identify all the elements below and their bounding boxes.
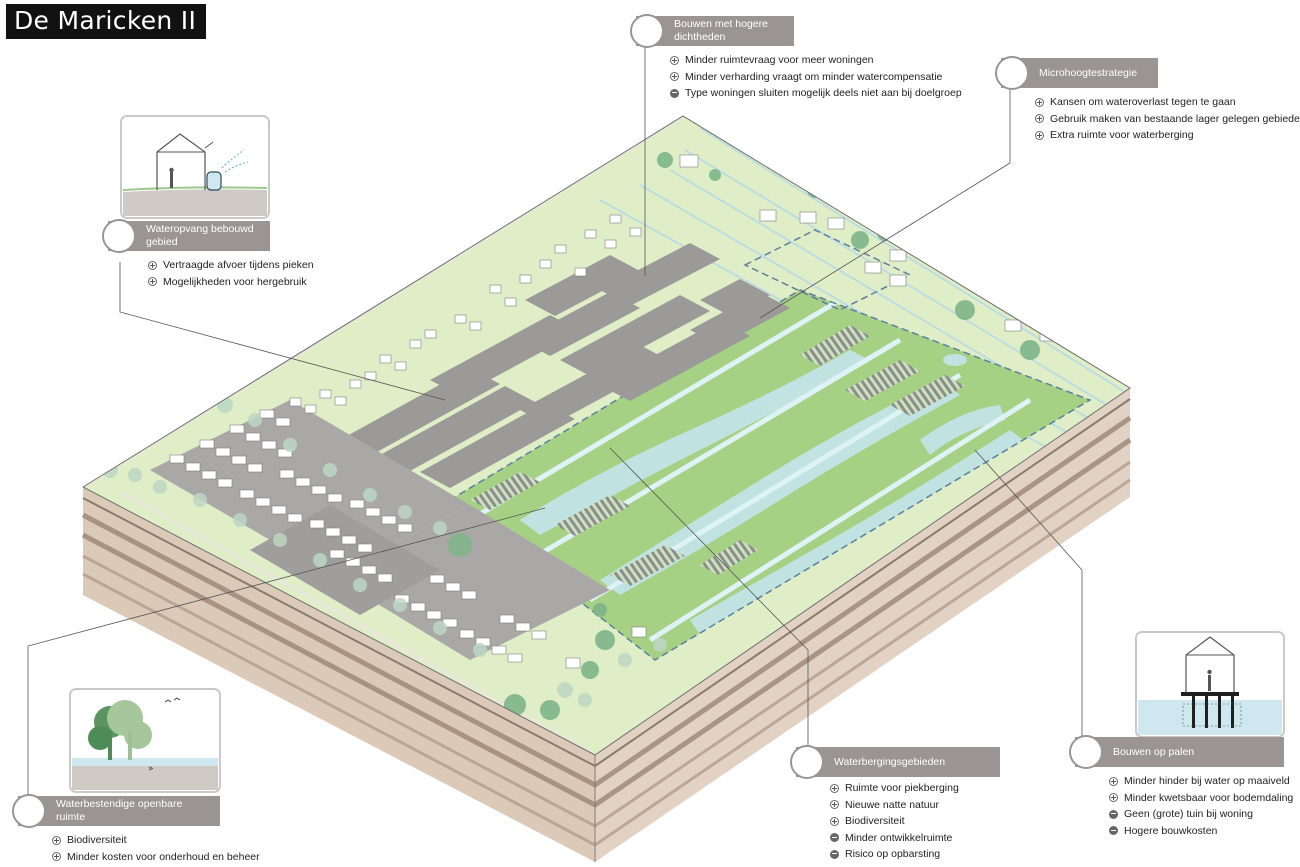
callout-circle-marker (102, 219, 136, 253)
plus-icon (148, 260, 157, 270)
callout-hogere-dichtheden: Bouwen met hogere dichtheden Minder ruim… (630, 14, 962, 102)
list-item: Type woningen sluiten mogelijk deels nie… (670, 85, 962, 102)
list-item: Geen (grote) tuin bij woning (1109, 806, 1284, 823)
callout-title: Waterbergingsgebieden (834, 755, 946, 768)
callout-list: Kansen om wateroverlast tegen te gaan Ge… (1001, 94, 1300, 144)
minus-icon (1109, 826, 1118, 836)
list-item: Minder kosten voor onderhoud en beheer (52, 849, 260, 866)
thumbnail-drawings: » (69, 115, 1285, 793)
callout-waterberging: Waterbergingsgebieden Ruimte voor piekbe… (790, 745, 1000, 863)
callout-title: Waterbestendige openbare ruimte (56, 798, 183, 823)
plus-icon (1109, 793, 1118, 803)
plus-icon (1035, 114, 1044, 124)
list-item: Vertraagde afvoer tijdens pieken (148, 257, 314, 274)
minus-icon (670, 88, 679, 98)
callout-list: Minder ruimtevraag voor meer woningen Mi… (636, 52, 962, 102)
callout-list: Ruimte voor piekberging Nieuwe natte nat… (796, 780, 1000, 863)
plus-icon (52, 835, 61, 845)
callout-header: Microhoogtestrategie (995, 56, 1158, 90)
list-item: Kansen om wateroverlast tegen te gaan (1035, 94, 1236, 111)
list-item: Minder ruimtevraag voor meer woningen (670, 52, 874, 69)
list-item: Mogelijkheden voor hergebruik (148, 274, 307, 291)
high-density-slabs (345, 243, 790, 488)
list-item: Extra ruimte voor waterberging (1035, 127, 1194, 144)
minus-icon (830, 833, 839, 843)
list-item: Biodiversiteit (830, 813, 1000, 830)
callout-title: Bouwen met hogere dichtheden (674, 18, 768, 43)
callout-list: Biodiversiteit Minder kosten voor onderh… (18, 832, 260, 866)
callout-circle-marker (630, 14, 664, 48)
plus-icon (830, 783, 839, 793)
list-item: Risico op opbarsting (830, 846, 1000, 863)
plus-icon (670, 55, 679, 65)
list-item: Biodiversiteit (52, 832, 220, 849)
callout-title: Microhoogtestrategie (1039, 66, 1138, 79)
plus-icon (830, 800, 839, 810)
callout-list: Vertraagde afvoer tijdens pieken Mogelij… (108, 257, 314, 291)
plus-icon (1035, 130, 1044, 140)
list-item: Minder ontwikkelruimte (830, 830, 1000, 847)
callout-wateropvang: Wateropvang bebouwd gebied Vertraagde af… (102, 219, 314, 291)
waterberging-zone (448, 289, 1092, 661)
list-item: Nieuwe natte natuur (830, 797, 1000, 814)
list-item: Ruimte voor piekberging (830, 780, 1000, 797)
housing-northwest (289, 214, 642, 414)
landscape-top (83, 116, 1130, 755)
plus-icon (1109, 776, 1118, 786)
callout-title: Bouwen op palen (1113, 745, 1195, 758)
minus-icon (830, 849, 839, 859)
callout-title: Wateropvang bebouwd gebied (146, 223, 254, 248)
house-on-stilts-icon (1135, 631, 1285, 738)
plus-icon (670, 72, 679, 82)
callout-header: Bouwen met hogere dichtheden (630, 14, 794, 48)
callout-circle-marker (12, 794, 46, 828)
callout-palen: Bouwen op palen Minder hinder bij water … (1069, 735, 1293, 840)
callout-list: Minder hinder bij water op maaiveld Mind… (1075, 773, 1293, 840)
house-rainwater-icon (120, 115, 270, 219)
svg-text:»: » (148, 764, 154, 774)
plus-icon (52, 852, 61, 862)
list-item: Gebruik maken van bestaande lager gelege… (1035, 111, 1300, 128)
callout-header: Waterbestendige openbare ruimte (12, 794, 220, 828)
callout-circle-marker (790, 745, 824, 779)
callout-header: Bouwen op palen (1069, 735, 1284, 769)
callout-header: Wateropvang bebouwd gebied (102, 219, 270, 253)
callout-circle-marker (1069, 735, 1103, 769)
page-title: De Maricken II (6, 4, 207, 39)
callout-circle-marker (995, 56, 1029, 90)
list-item: Minder verharding vraagt om minder water… (670, 69, 942, 86)
callout-header: Waterbergingsgebieden (790, 745, 1000, 779)
plus-icon (1035, 97, 1044, 107)
minus-icon (1109, 809, 1118, 819)
callout-waterbestendig: Waterbestendige openbare ruimte Biodiver… (12, 794, 260, 866)
list-item: Minder kwetsbaar voor bodemdaling (1109, 790, 1293, 807)
list-item: Minder hinder bij water op maaiveld (1109, 773, 1290, 790)
plus-icon (148, 277, 157, 287)
list-item: Hogere bouwkosten (1109, 823, 1284, 840)
callout-microhoogte: Microhoogtestrategie Kansen om waterover… (995, 56, 1300, 144)
water-resilient-park-icon: » (69, 688, 221, 793)
leader-lines (27, 43, 1083, 804)
plus-icon (830, 816, 839, 826)
